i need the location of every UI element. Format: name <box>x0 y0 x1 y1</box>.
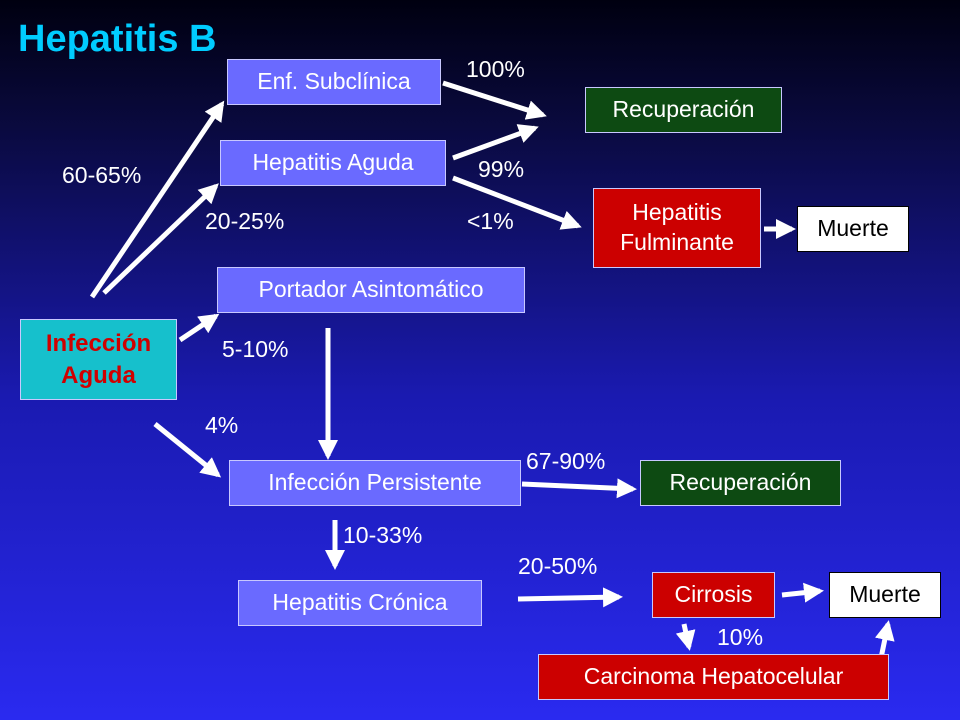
node-hepatitis-cronica: Hepatitis Crónica <box>238 580 482 626</box>
arrow-subclinica-to-recuperacion <box>442 80 547 120</box>
node-hepatitis-fulminante: Hepatitis Fulminante <box>593 188 761 268</box>
node-muerte-2: Muerte <box>829 572 941 618</box>
node-infeccion-aguda: Infección Aguda <box>20 319 177 400</box>
node-portador-asintomatico: Portador Asintomático <box>217 267 525 313</box>
label-lt1: <1% <box>467 208 514 234</box>
label-60-65: 60-65% <box>62 162 142 188</box>
arrow-persistente-to-recuperacion <box>521 478 637 499</box>
arrow-aguda-to-hepatitis-aguda <box>102 183 219 295</box>
node-recuperacion-2: Recuperación <box>640 460 841 506</box>
label-20-25: 20-25% <box>205 208 285 234</box>
label-5-10: 5-10% <box>222 336 289 362</box>
page-title: Hepatitis B <box>18 18 217 60</box>
label-10-33: 10-33% <box>343 522 423 548</box>
arrow-cirrosis-to-muerte <box>781 582 824 603</box>
node-infeccion-aguda-label: Infección Aguda <box>45 330 152 389</box>
node-infeccion-persistente: Infección Persistente <box>229 460 521 506</box>
arrow-hepaguda-to-fulminante <box>452 175 582 230</box>
node-hepatitis-fulminante-label: Hepatitis Fulminante <box>620 199 734 255</box>
label-10: 10% <box>717 624 764 650</box>
arrow-aguda-to-subclinica <box>89 100 225 299</box>
arrow-aguda-to-portador <box>178 313 220 343</box>
node-cirrosis: Cirrosis <box>652 572 775 618</box>
arrow-aguda-to-persistente <box>153 422 222 478</box>
node-recuperacion-1: Recuperación <box>585 87 782 133</box>
label-67-90: 67-90% <box>526 448 606 474</box>
node-muerte-1: Muerte <box>797 206 909 252</box>
arrow-cirrosis-to-carcinoma <box>675 623 696 651</box>
node-enf-subclinica: Enf. Subclínica <box>227 59 441 105</box>
label-20-50: 20-50% <box>518 553 598 579</box>
label-100: 100% <box>466 56 525 82</box>
node-hepatitis-aguda: Hepatitis Aguda <box>220 140 446 186</box>
node-carcinoma-hepatocelular: Carcinoma Hepatocelular <box>538 654 889 700</box>
label-4: 4% <box>205 412 239 438</box>
label-99: 99% <box>478 156 525 182</box>
arrow-cronica-to-cirrosis <box>517 587 623 608</box>
arrow-hepaguda-to-recuperacion <box>452 124 539 161</box>
